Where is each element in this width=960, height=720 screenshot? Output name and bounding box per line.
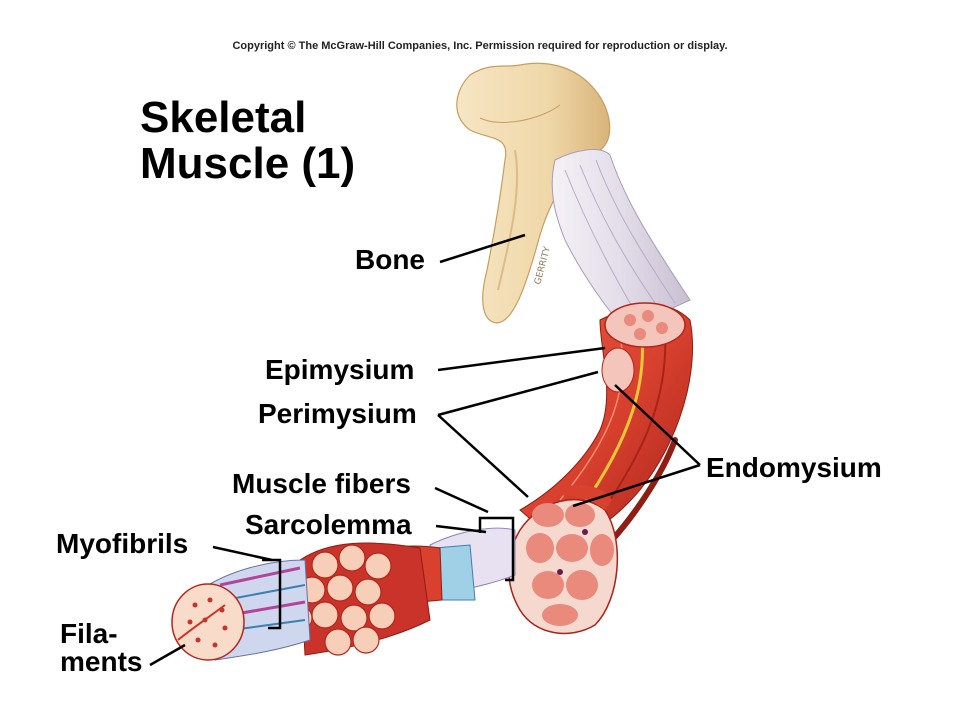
- muscle-fibers-leader: [434, 486, 489, 514]
- label-perimysium: Perimysium: [258, 398, 417, 429]
- label-bone: Bone: [355, 244, 425, 275]
- perimysium-leader-lower: [437, 414, 529, 498]
- title-line-2: Muscle (1): [140, 139, 356, 188]
- tendon: GERRITY: [533, 149, 691, 331]
- fiber-bracket: [478, 516, 515, 582]
- perimysium-leader-upper: [437, 370, 599, 417]
- copyright-notice: Copyright © The McGraw-Hill Companies, I…: [232, 40, 728, 52]
- sarcolemma-leader: [435, 524, 487, 534]
- fascicle-cross-section: [508, 485, 619, 635]
- bone-leader: [439, 233, 526, 264]
- page-title: Skeletal Muscle (1): [140, 95, 355, 187]
- label-sarcolemma: Sarcolemma: [245, 509, 412, 540]
- label-epimysium: Epimysium: [265, 354, 415, 385]
- artist-signature: GERRITY: [533, 245, 553, 286]
- endomysium-leader-lower: [572, 463, 701, 508]
- epimysium-leader: [437, 346, 606, 372]
- label-myofibrils: Myofibrils: [56, 528, 189, 559]
- endomysium-leader-upper: [614, 384, 701, 466]
- label-muscle-fibers: Muscle fibers: [232, 468, 411, 499]
- leader-lines: [149, 233, 701, 667]
- label-filaments-line-2: ments: [60, 646, 143, 677]
- epimysium-cut-surface: [604, 302, 686, 348]
- myofibrils-leader: [212, 545, 273, 562]
- title-line-1: Skeletal: [140, 93, 307, 142]
- filaments-leader: [149, 643, 186, 667]
- myofibril-bracket: [262, 558, 282, 630]
- bone: [456, 62, 611, 324]
- label-endomysium: Endomysium: [706, 452, 882, 483]
- label-filaments: Fila- ments: [60, 620, 142, 676]
- myofibril: [171, 559, 311, 661]
- label-filaments-line-1: Fila-: [60, 618, 118, 649]
